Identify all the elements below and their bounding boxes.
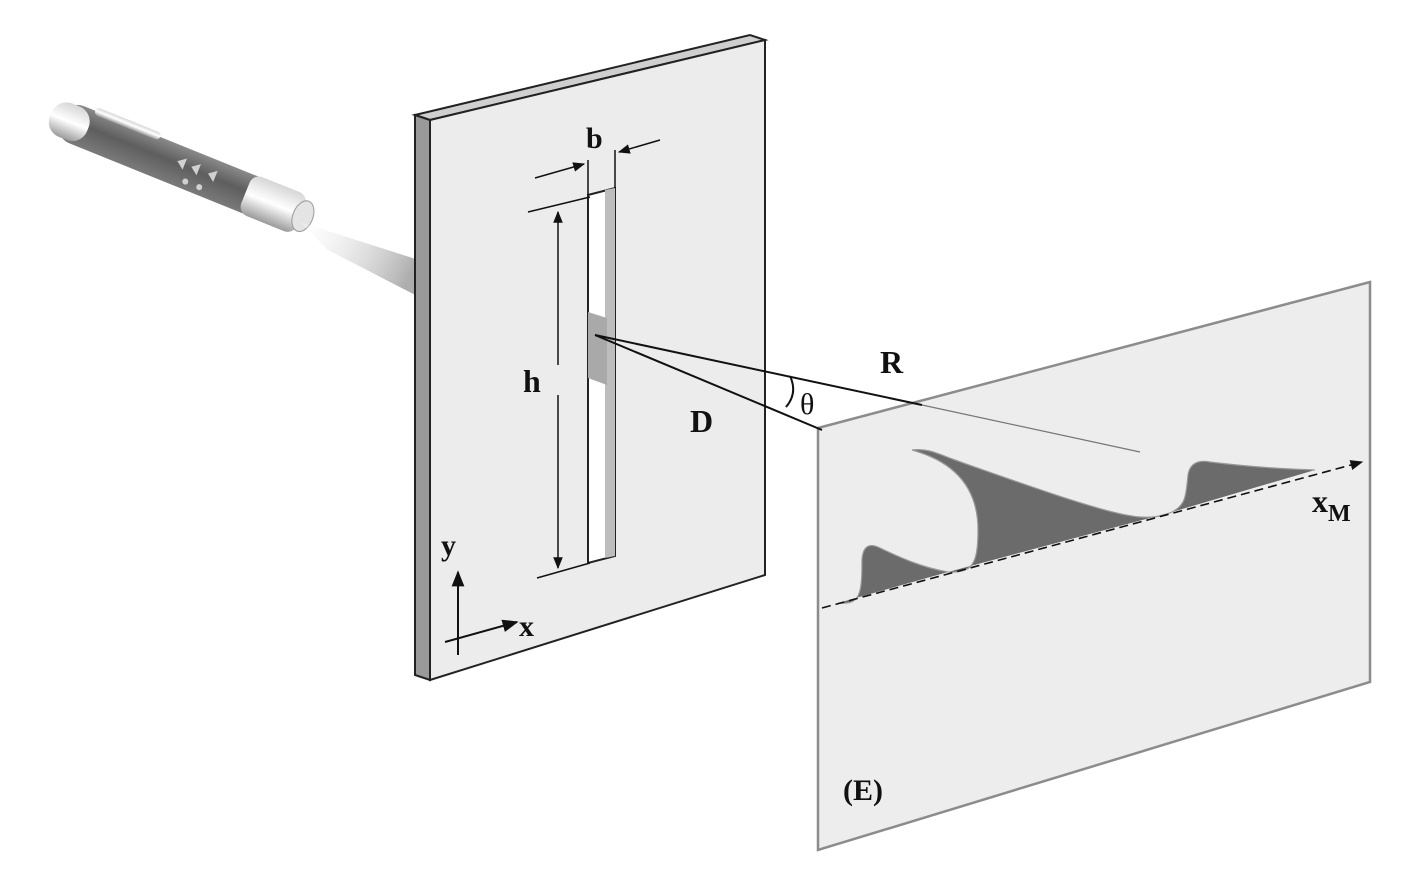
label-r: R [880, 344, 904, 380]
label-xm-sub: M [1328, 501, 1351, 527]
label-theta: θ [800, 388, 814, 421]
xm-axis [821, 460, 1364, 609]
screen-e [816, 280, 1372, 852]
transmitted-beam [588, 312, 607, 385]
label-xm-main: x [1312, 483, 1328, 519]
xy-axes [444, 570, 519, 655]
label-screen: (E) [843, 774, 883, 807]
label-x: x [519, 610, 534, 643]
angle-theta-arc [785, 375, 795, 408]
dimension-b [534, 139, 661, 195]
ray-d [594, 334, 823, 431]
laser-pointer-icon [48, 102, 315, 232]
intensity-pattern [837, 449, 1316, 604]
dimension-h [527, 196, 591, 579]
label-xm: xM [1312, 483, 1351, 527]
rays [594, 334, 1141, 453]
label-h: h [523, 363, 541, 399]
ray-r [594, 334, 923, 406]
label-d: D [690, 403, 713, 439]
slit-plate [411, 33, 769, 682]
laser-beam [300, 222, 425, 300]
ray-r-on-screen [921, 404, 1141, 453]
label-y: y [441, 529, 456, 562]
label-b: b [586, 122, 603, 155]
